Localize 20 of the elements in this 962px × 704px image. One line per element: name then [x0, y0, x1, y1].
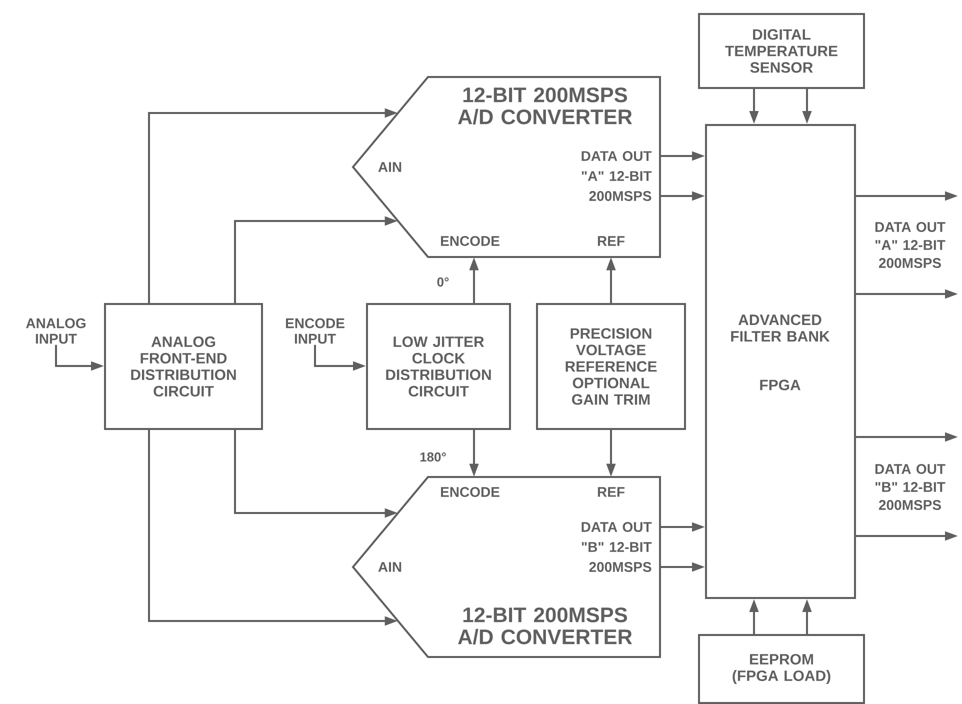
pin-label: REF: [598, 487, 624, 497]
output-label: DATA OUT "B" 12-BIT 200MSPS: [875, 464, 946, 510]
output-label: DATA OUT "A" 12-BIT 200MSPS: [582, 151, 652, 201]
fpga-block: ADVANCED FILTER BANK FPGA: [705, 124, 856, 599]
circuit-box: PRECISION VOLTAGE REFERENCE OPTIONAL GAIN TRIM: [536, 303, 686, 430]
output-label: DATA OUT "A" 12-BIT 200MSPS: [875, 222, 946, 268]
output-label: DATA OUT "B" 12-BIT 200MSPS: [582, 522, 652, 572]
input-label: ANALOG INPUT: [26, 318, 86, 344]
pin-label: ENCODE: [441, 236, 500, 246]
circuit-box: ANALOG FRONT-END DISTRIBUTION CIRCUIT: [104, 303, 263, 430]
pin-label: REF: [598, 236, 624, 246]
memory-box: EEPROM (FPGA LOAD): [698, 634, 865, 704]
edge-label: 0°: [436, 276, 450, 288]
edge-label: 180°: [418, 451, 448, 463]
input-label: ENCODE INPUT: [286, 318, 344, 344]
sensor-box: DIGITAL TEMPERATURE SENSOR: [698, 13, 865, 89]
pin-label: AIN: [378, 562, 402, 572]
circuit-box: LOW JITTER CLOCK DISTRIBUTION CIRCUIT: [366, 303, 511, 430]
pin-label: AIN: [378, 162, 402, 172]
pin-label: ENCODE: [441, 487, 500, 497]
